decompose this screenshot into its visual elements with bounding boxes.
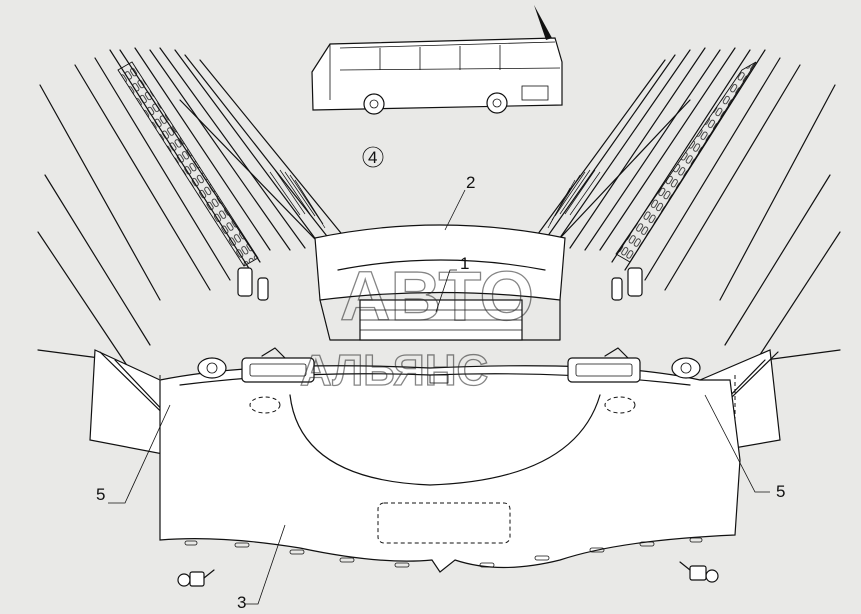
view-arrow-icon (534, 5, 552, 40)
svg-text:АЛЬЯНС: АЛЬЯНС (300, 346, 488, 395)
left-roof-panels (37, 47, 346, 463)
center-vent-1 (359, 299, 523, 341)
callout-3: 3 (237, 593, 246, 612)
svg-text:4: 4 (368, 148, 377, 167)
bottom-slot-row (184, 537, 703, 568)
callout-1: 1 (460, 254, 469, 273)
right-lamp (567, 347, 701, 383)
watermark: АВТО АЛЬЯНС (299, 256, 534, 395)
callout-2: 2 (466, 173, 475, 192)
left-seal-hatching (269, 169, 326, 229)
right-hinge (611, 267, 643, 301)
callout-5-right: 5 (776, 482, 785, 501)
left-lamp (197, 347, 315, 383)
svg-text:АВТО: АВТО (340, 257, 534, 335)
right-seal-hatching (547, 169, 601, 229)
left-fastener (177, 569, 215, 587)
left-hinge (237, 267, 269, 301)
rear-panel-3 (159, 365, 741, 573)
right-fastener (679, 561, 719, 583)
callout-5-left: 5 (96, 485, 105, 504)
callout-4: 4 (362, 146, 384, 168)
bus-view-icon (311, 5, 563, 115)
callout-leaders (108, 189, 770, 605)
